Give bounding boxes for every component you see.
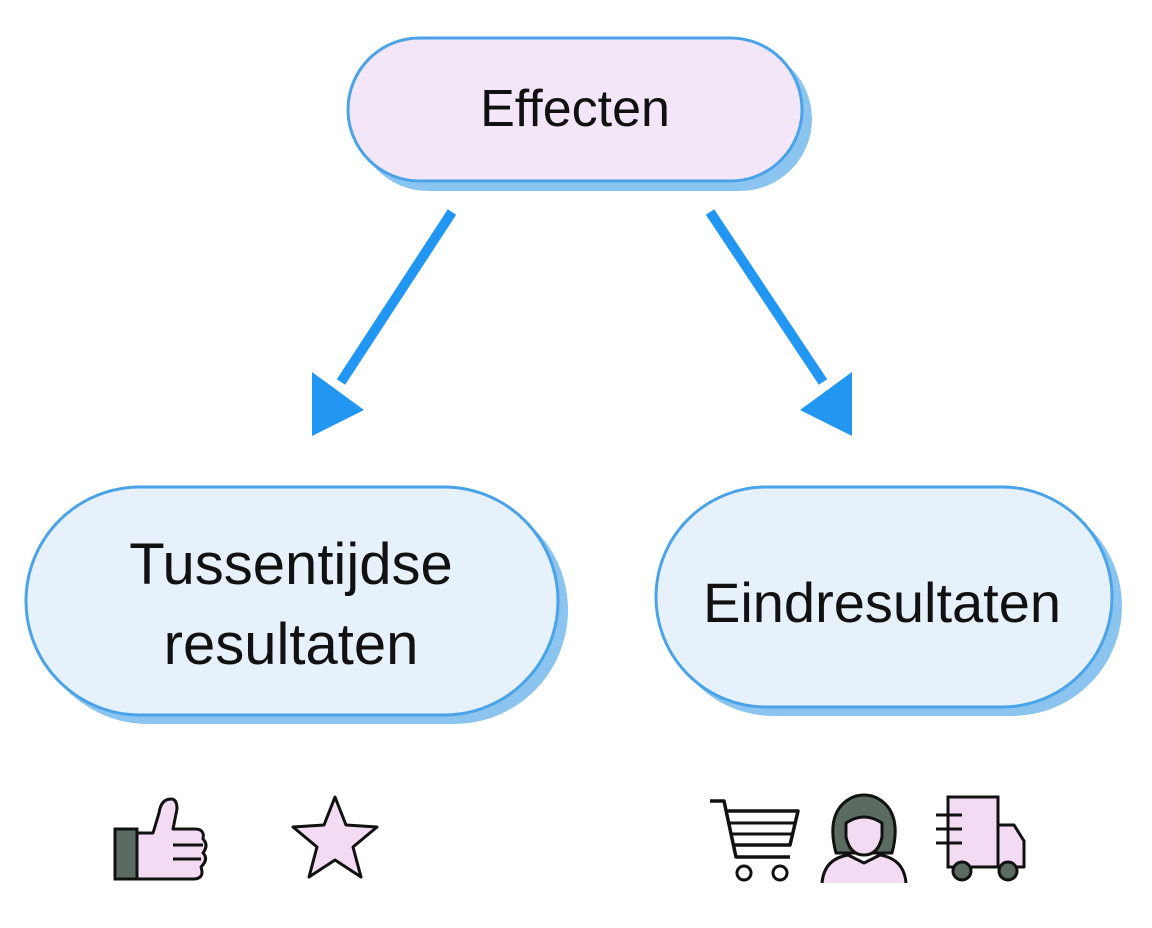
- thumbs-up-icon: [113, 797, 208, 881]
- root-node-label: Effecten: [480, 80, 670, 138]
- intermediate-results-node[interactable]: Tussentijdse resultaten: [24, 485, 568, 724]
- person-icon: [820, 793, 908, 884]
- arrow-to-intermediate: [312, 209, 457, 436]
- intermediate-results-label-line1: Tussentijdse: [129, 532, 452, 597]
- star-icon: [291, 795, 379, 879]
- arrow-to-final-head: [800, 372, 852, 436]
- intermediate-results-node-box: [24, 485, 560, 717]
- intermediate-results-label-line2: resultaten: [164, 612, 419, 677]
- final-results-node[interactable]: Eindresultaten: [654, 485, 1122, 716]
- final-results-node-box: [654, 485, 1114, 709]
- root-node-box: [346, 36, 804, 183]
- delivery-truck-icon: [936, 795, 1026, 882]
- arrow-to-intermediate-head: [312, 372, 364, 436]
- root-node[interactable]: Effecten: [346, 36, 812, 191]
- arrow-to-final-shaft: [705, 209, 828, 385]
- final-results-label: Eindresultaten: [703, 571, 1061, 634]
- arrow-to-final: [705, 209, 852, 436]
- shopping-cart-icon: [710, 799, 800, 882]
- arrow-to-intermediate-shaft: [336, 209, 457, 385]
